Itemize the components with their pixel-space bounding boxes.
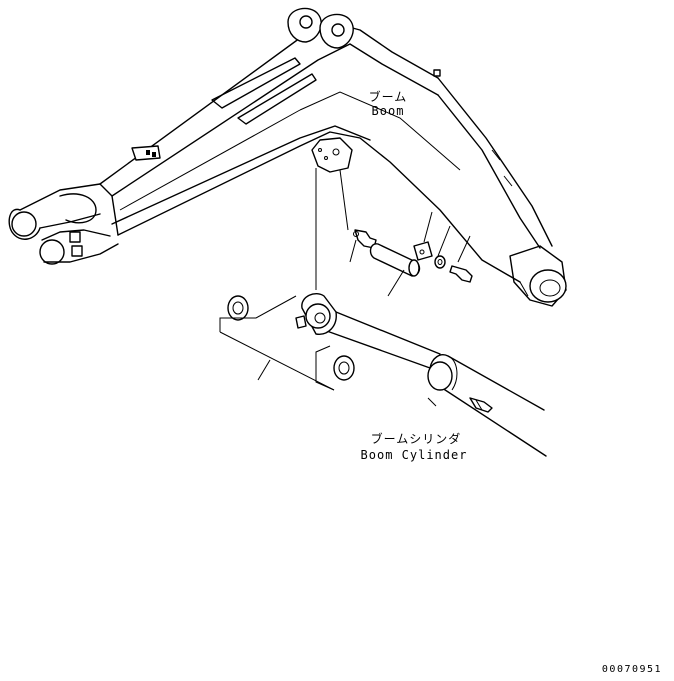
boom-arm: [8, 7, 567, 307]
pin-parts: [315, 168, 473, 297]
boom-cylinder-label-en: Boom Cylinder: [360, 448, 468, 462]
boom-label-en: Boom: [371, 104, 405, 118]
boom-cylinder-label-jp: ブームシリンダ: [370, 432, 462, 446]
boom-label-jp: ブーム: [368, 90, 408, 104]
shims: [219, 295, 355, 391]
figure-number: 00070951: [601, 664, 663, 675]
boom-cylinder: [295, 292, 547, 457]
